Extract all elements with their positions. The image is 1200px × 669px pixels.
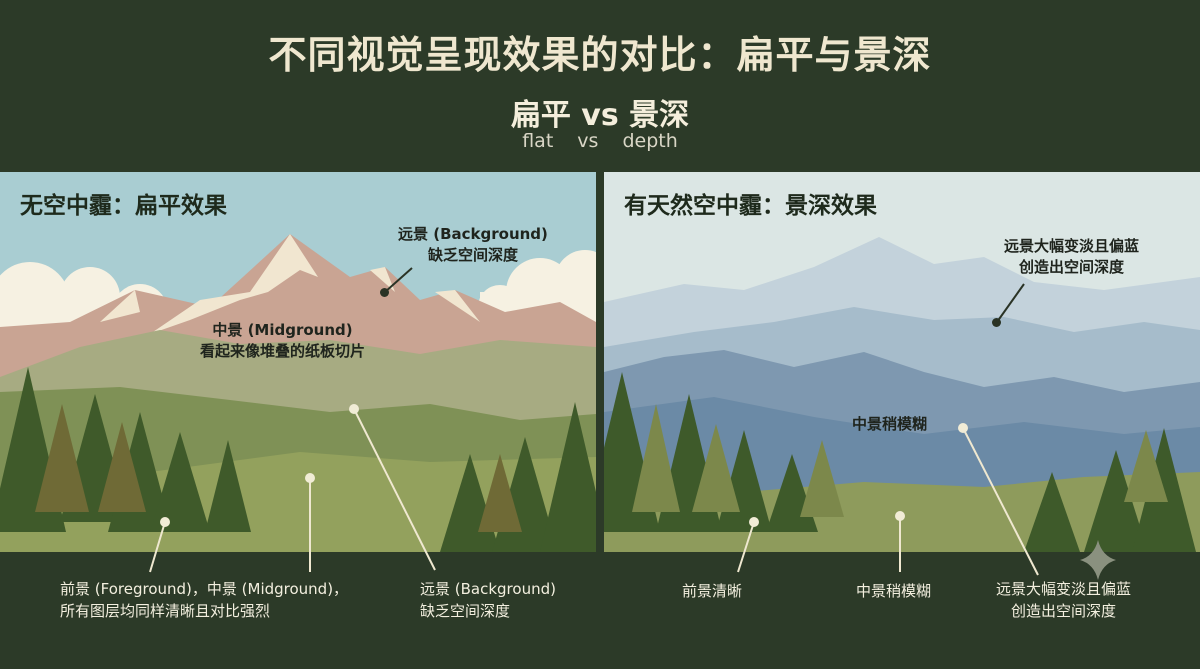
flat-snow-caps	[100, 234, 480, 334]
panel-divider	[596, 172, 604, 552]
page-subtitle: 扁平 vs 景深	[510, 98, 690, 133]
depth-panel-title: 有天然空中霾：景深效果	[624, 193, 877, 219]
callout-dot-icon	[349, 404, 359, 414]
callout-line: 远景 (Background)	[398, 225, 548, 243]
callout-line: 远景大幅变淡且偏蓝	[1004, 237, 1140, 255]
flat-panel: 无空中霾：扁平效果 远景 (Background) 缺乏空间深度 中景 (Mid…	[0, 172, 596, 552]
callout-dot-icon	[895, 511, 905, 521]
callout-dot-icon	[958, 423, 968, 433]
depth-background-callout: 远景大幅变淡且偏蓝 创造出空间深度	[1004, 236, 1139, 278]
flat-background-callout: 远景 (Background) 缺乏空间深度	[398, 224, 548, 266]
pine-tree-icon	[35, 404, 522, 532]
callout-dot-icon	[992, 318, 1001, 327]
flat-landscape-illustration	[0, 172, 596, 552]
depth-landscape-illustration	[604, 172, 1200, 552]
flat-background-caption: 远景 (Background) 缺乏空间深度	[420, 578, 556, 622]
caption-line: 所有图层均同样清晰且对比强烈	[60, 602, 271, 620]
callout-line: 中景 (Midground)	[212, 321, 353, 339]
callout-dot-icon	[749, 517, 759, 527]
caption-line: 缺乏空间深度	[420, 602, 511, 620]
callout-line: 创造出空间深度	[1019, 258, 1125, 276]
callout-dot-icon	[160, 517, 170, 527]
depth-midground-callout: 中景稍模糊	[852, 415, 928, 433]
flat-foreground-caption: 前景 (Foreground)，中景 (Midground)， 所有图层均同样清…	[60, 578, 348, 622]
caption-line: 远景大幅变淡且偏蓝	[996, 580, 1132, 598]
depth-midground-caption: 中景稍模糊	[856, 582, 932, 600]
bottom-captions: 前景 (Foreground)，中景 (Midground)， 所有图层均同样清…	[0, 552, 1200, 669]
depth-panel: 有天然空中霾：景深效果 远景大幅变淡且偏蓝 创造出空间深度 中景稍模糊	[604, 172, 1200, 552]
flat-panel-title: 无空中霾：扁平效果	[20, 193, 227, 219]
depth-foreground-caption: 前景清晰	[682, 582, 743, 600]
callout-dot-icon	[380, 288, 389, 297]
callout-dot-icon	[305, 473, 315, 483]
page-title: 不同视觉呈现效果的对比：扁平与景深	[268, 33, 932, 77]
caption-line: 前景 (Foreground)，中景 (Midground)，	[60, 580, 349, 598]
flat-midground-callout: 中景 (Midground) 看起来像堆叠的纸板切片	[200, 320, 365, 362]
caption-line: 远景 (Background)	[420, 580, 556, 598]
caption-line: 创造出空间深度	[1011, 602, 1117, 620]
header: 不同视觉呈现效果的对比：扁平与景深 扁平 vs 景深 flat vs depth	[0, 0, 1200, 172]
depth-background-caption: 远景大幅变淡且偏蓝 创造出空间深度	[996, 578, 1131, 622]
callout-line: 看起来像堆叠的纸板切片	[200, 342, 366, 360]
callout-line: 缺乏空间深度	[427, 246, 518, 264]
pine-tree-icon	[632, 404, 1168, 517]
page-subtitle-english: flat vs depth	[522, 130, 678, 152]
